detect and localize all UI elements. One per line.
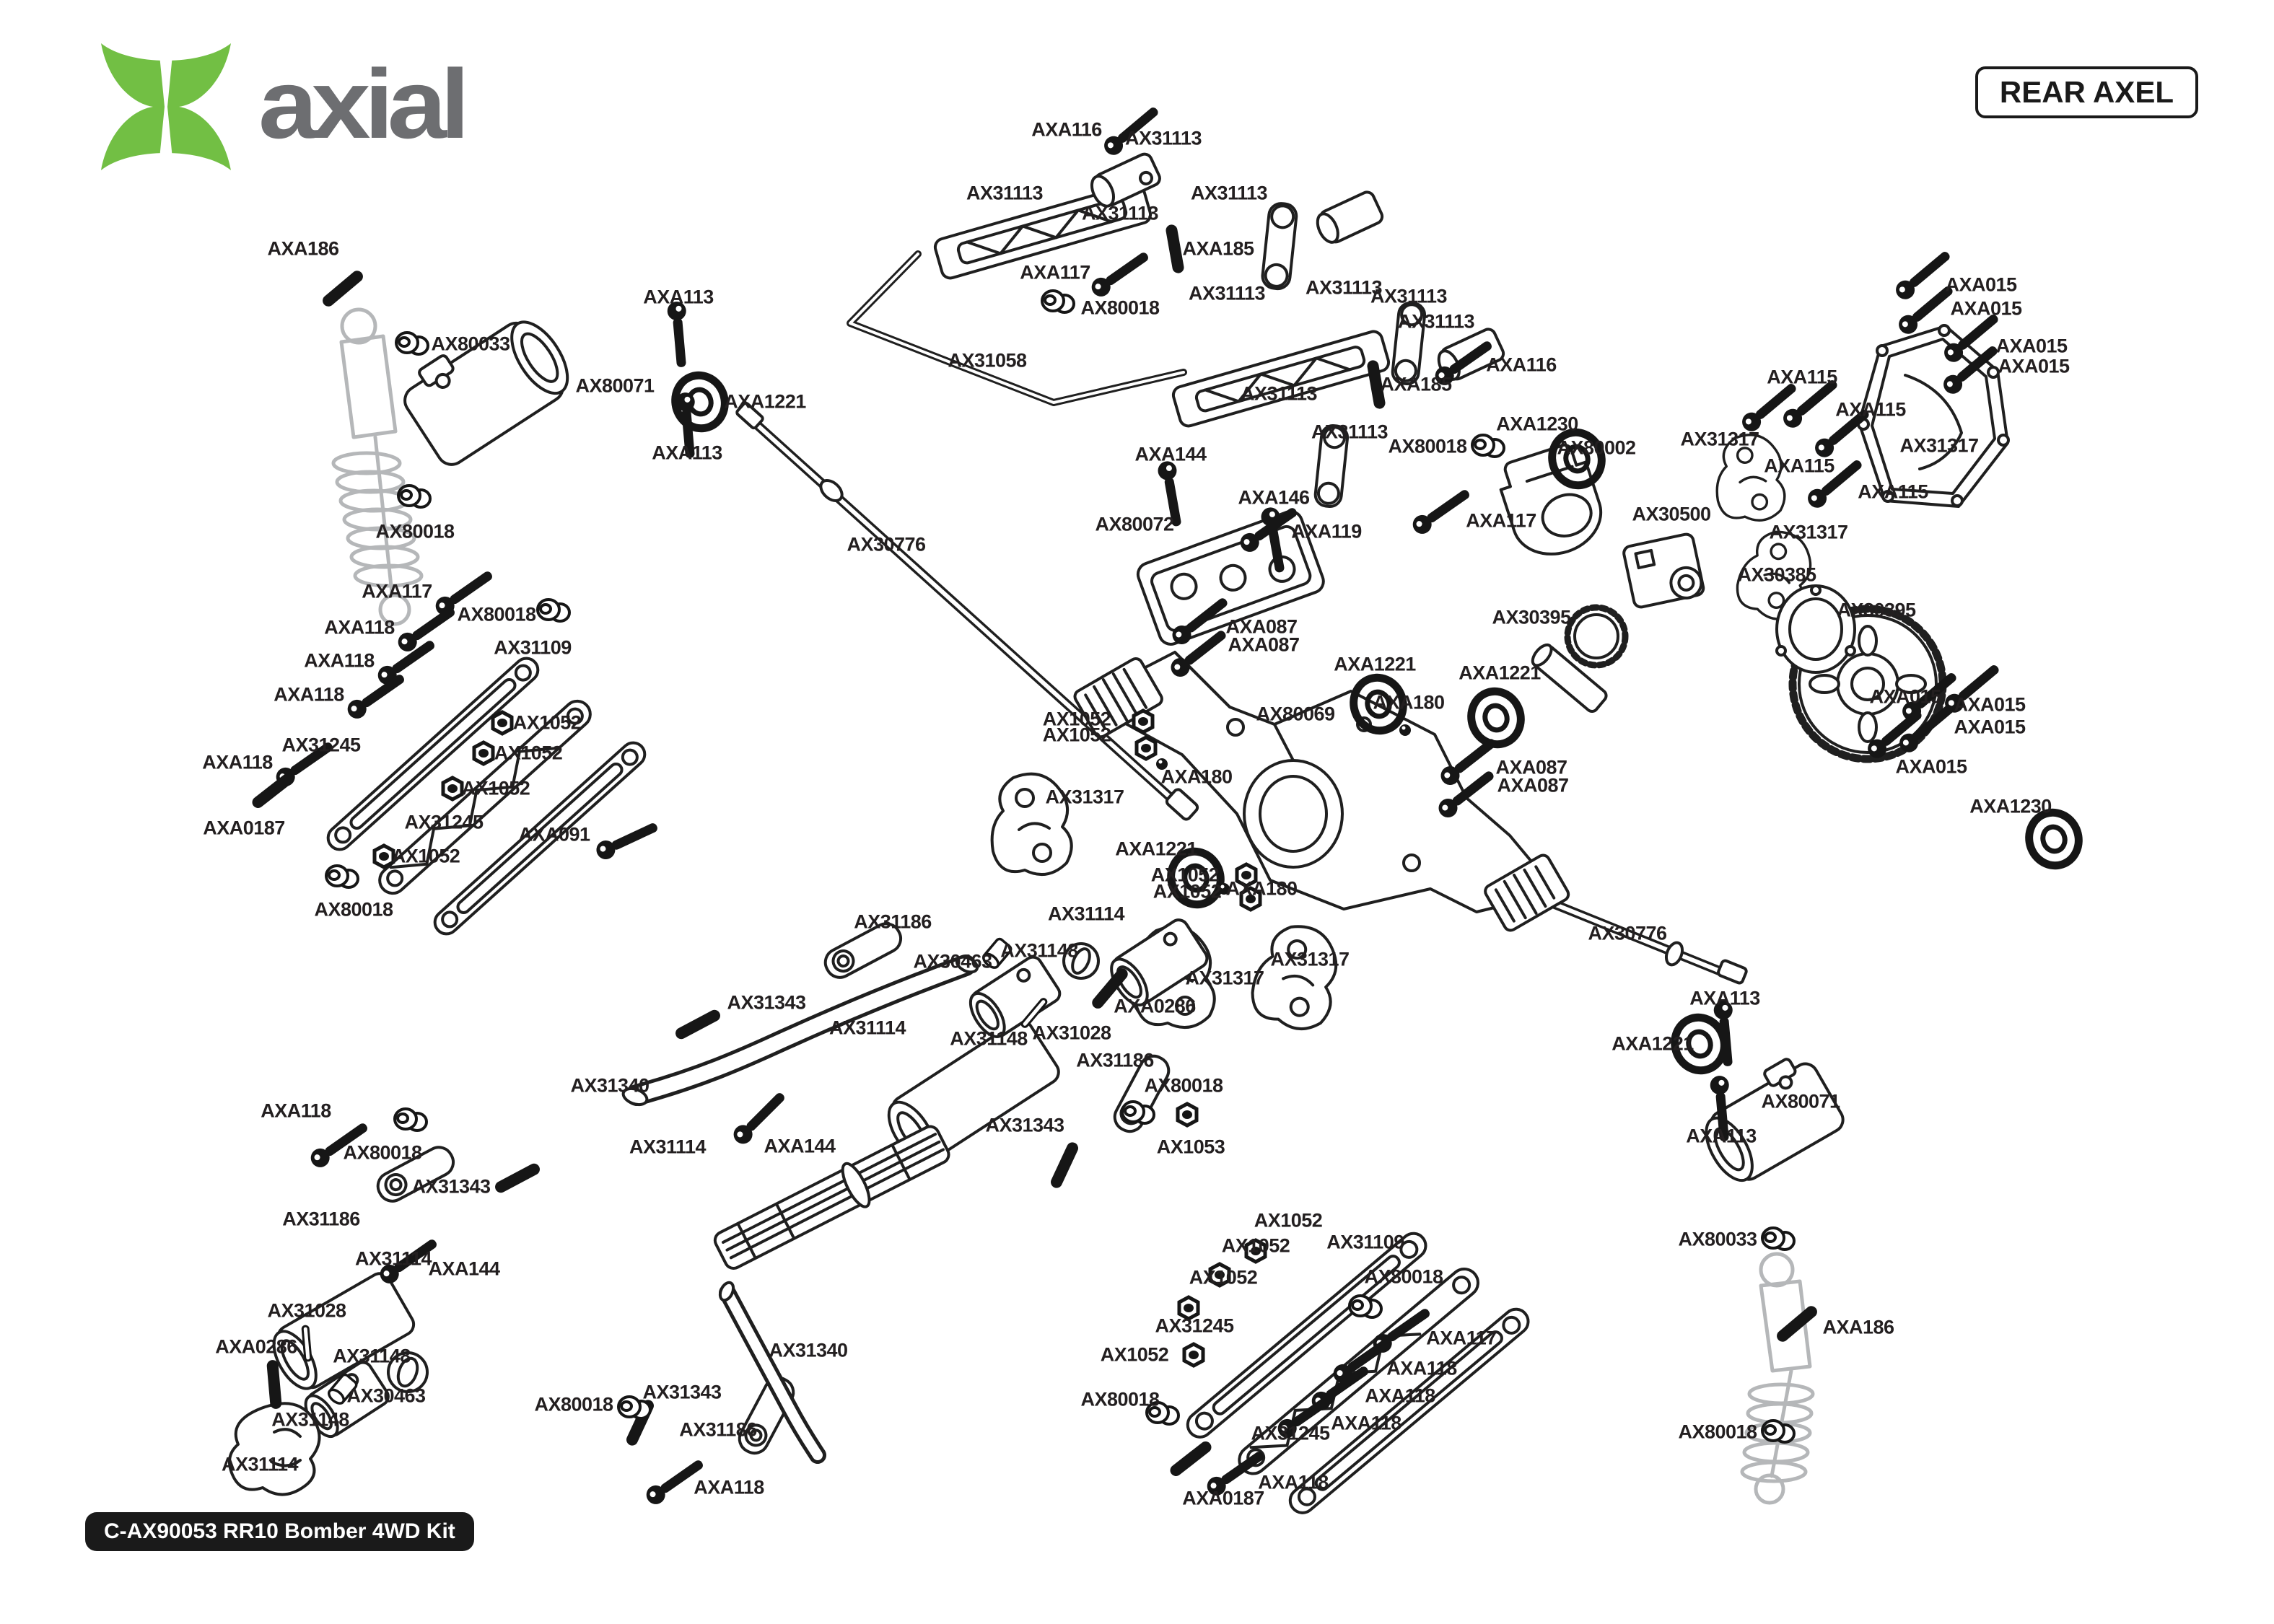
pin-glyph	[1049, 1140, 1080, 1190]
lockout-cylinder-drawing	[403, 320, 569, 466]
sway-bar-drawing	[847, 250, 1187, 406]
grommet-glyph	[1145, 1401, 1180, 1426]
screw-glyph	[432, 566, 497, 620]
knuckle-drawing	[1243, 916, 1350, 1037]
pin-glyph	[1165, 224, 1185, 274]
linkage-small-parts-drawing	[1090, 152, 1505, 508]
pinion-gear-drawing	[1531, 604, 1629, 714]
nut-glyph	[1178, 1104, 1197, 1125]
grommet-glyph	[395, 331, 429, 356]
screw-glyph	[344, 669, 409, 723]
grommet-glyph	[617, 1395, 652, 1420]
screw-glyph	[1409, 484, 1474, 538]
nut-glyph	[1184, 1344, 1203, 1366]
screw-glyph	[666, 301, 691, 368]
pin-glyph	[1774, 1304, 1820, 1344]
screw-glyph	[593, 817, 661, 863]
grommet-glyph	[1471, 434, 1505, 458]
pin-glyph	[250, 771, 296, 811]
nut-glyph	[1210, 1264, 1229, 1286]
dot-glyph	[1156, 758, 1168, 770]
nut-glyph	[1241, 888, 1260, 910]
knuckle-drawing	[1715, 434, 1786, 522]
grommet-glyph	[397, 484, 432, 509]
brand-wordmark: axial	[258, 49, 470, 159]
grommet-glyph	[536, 598, 571, 623]
slipper-ring-drawing	[1775, 584, 1856, 674]
nut-glyph	[1237, 864, 1256, 886]
screw-glyph	[307, 1118, 372, 1172]
pin-glyph	[673, 1007, 722, 1042]
axial-logo-icon	[101, 43, 231, 170]
nut-glyph	[375, 846, 393, 867]
screw-glyph	[1088, 247, 1153, 301]
shock-absorber-drawing	[1740, 1252, 1815, 1505]
screw-glyph	[1779, 374, 1842, 432]
bearing-glyph	[1464, 685, 1528, 750]
nut-glyph	[443, 778, 462, 799]
screw-glyph	[730, 1088, 790, 1148]
kit-label-badge: C-AX90053 RR10 Bomber 4WD Kit	[85, 1512, 474, 1551]
grommet-glyph	[1348, 1294, 1383, 1319]
screw-glyph	[1156, 460, 1186, 528]
pin-glyph	[1168, 1439, 1214, 1479]
suspension-link-drawing	[326, 657, 647, 936]
link-mount-rail-drawing	[933, 182, 1391, 428]
driveshaft-drawing	[735, 401, 1199, 821]
nut-glyph	[493, 712, 512, 734]
knuckle-drawing	[990, 772, 1073, 877]
dot-glyph	[1399, 724, 1411, 736]
bearing-glyph	[1164, 845, 1228, 910]
nut-glyph	[1246, 1240, 1265, 1262]
axle-tube-drawing	[272, 1272, 416, 1390]
pin-glyph	[320, 268, 366, 309]
screw-glyph	[642, 1454, 708, 1509]
link-mount-bracket-drawing	[1136, 509, 1325, 646]
brand-logo: axial	[87, 38, 470, 171]
axle-housing-drawing	[1073, 651, 1570, 932]
screw-glyph	[1100, 102, 1163, 159]
locker-block-drawing	[1622, 532, 1705, 609]
pin-glyph	[493, 1161, 542, 1195]
link-tube-drawing	[621, 954, 979, 1464]
dot-glyph	[1218, 883, 1230, 895]
nut-glyph	[1179, 1297, 1198, 1319]
nut-glyph	[474, 742, 493, 764]
grommet-glyph	[1761, 1226, 1796, 1251]
nut-glyph	[1137, 737, 1155, 759]
page-title-badge: REAR AXEL	[1975, 66, 2198, 118]
grommet-glyph	[393, 1107, 428, 1132]
splined-shaft-drawing	[713, 1125, 950, 1270]
screw-glyph	[376, 1234, 442, 1288]
bearing-glyph	[2022, 806, 2086, 872]
grommet-glyph	[1041, 289, 1075, 314]
shock-absorber-drawing	[331, 307, 424, 626]
yoke-drawing	[227, 1402, 321, 1496]
grommet-glyph	[325, 864, 359, 889]
cyl-glyph	[979, 936, 1014, 972]
driveline-coupler-drawing	[304, 918, 1209, 1439]
screw-glyph	[1803, 455, 1867, 512]
nut-glyph	[1134, 711, 1153, 732]
